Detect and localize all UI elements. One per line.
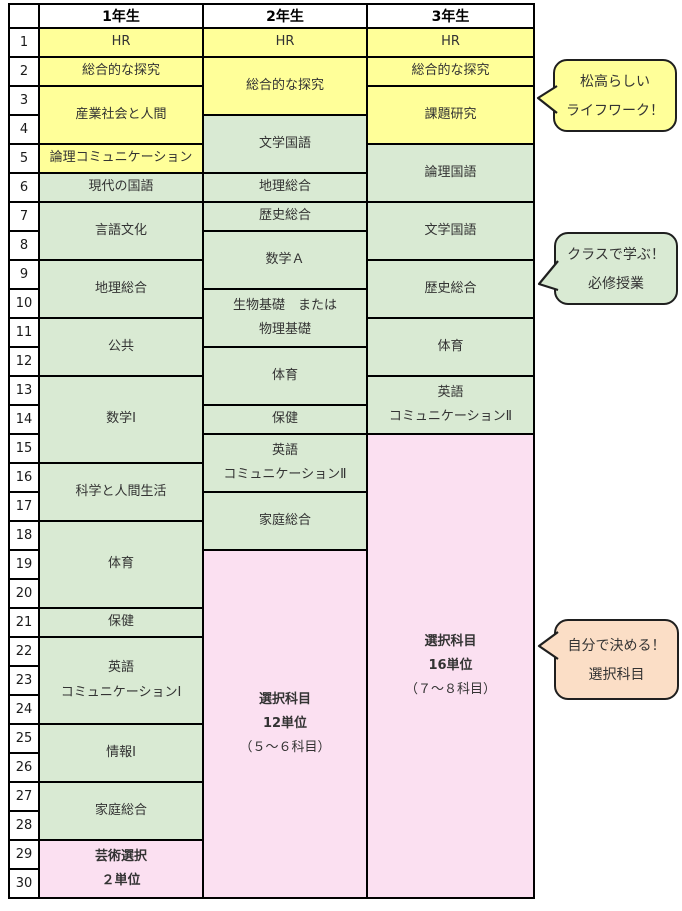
period-number: 8 <box>8 230 40 261</box>
subject-cell: 公共 <box>38 317 204 377</box>
subject-cell: 情報Ⅰ <box>38 723 204 783</box>
period-number: 30 <box>8 868 40 899</box>
subject-cell: 体育 <box>202 346 368 406</box>
column-header-grade1: 1年生 <box>38 3 204 29</box>
subject-cell: 文学国語 <box>366 201 535 261</box>
subject-cell: 産業社会と人間 <box>38 85 204 145</box>
column-header-grade3: 3年生 <box>366 3 535 29</box>
period-number: 16 <box>8 462 40 493</box>
subject-cell: 英語コミュニケーションⅡ <box>202 433 368 493</box>
period-number: 29 <box>8 839 40 870</box>
subject-cell: 生物基礎 または物理基礎 <box>202 288 368 348</box>
callout-bubble: クラスで学ぶ！ 必修授業 <box>537 232 678 305</box>
period-number: 26 <box>8 752 40 783</box>
period-number: 6 <box>8 172 40 203</box>
corner-header-cell <box>8 3 40 29</box>
subject-cell: 地理総合 <box>38 259 204 319</box>
callout-bubble: 自分で決める！ 選択科目 <box>537 619 679 700</box>
period-number: 25 <box>8 723 40 754</box>
subject-cell: 論理コミュニケーション <box>38 143 204 174</box>
period-number: 17 <box>8 491 40 522</box>
period-number: 19 <box>8 549 40 580</box>
period-number: 12 <box>8 346 40 377</box>
subject-cell: 総合的な探究 <box>366 56 535 87</box>
bubble-text-line: 選択科目 <box>588 667 645 683</box>
bubble-text-line: 松高らしい <box>580 74 650 90</box>
subject-cell: 科学と人間生活 <box>38 462 204 522</box>
period-number: 13 <box>8 375 40 406</box>
subject-cell: 家庭総合 <box>202 491 368 551</box>
bubble-tail <box>536 85 558 114</box>
bubble-tail <box>537 631 559 660</box>
period-number: 7 <box>8 201 40 232</box>
subject-cell: HR <box>202 27 368 58</box>
column-header-grade2: 2年生 <box>202 3 368 29</box>
period-number: 22 <box>8 636 40 667</box>
subject-cell: 英語コミュニケーションⅡ <box>366 375 535 435</box>
subject-cell: 論理国語 <box>366 143 535 203</box>
period-number: 14 <box>8 404 40 435</box>
subject-cell: 歴史総合 <box>202 201 368 232</box>
subject-cell: 家庭総合 <box>38 781 204 841</box>
period-number: 23 <box>8 665 40 696</box>
period-number: 28 <box>8 810 40 841</box>
subject-cell: 総合的な探究 <box>38 56 204 87</box>
period-number: 24 <box>8 694 40 725</box>
subject-cell: 数学Ⅰ <box>38 375 204 464</box>
subject-cell: 課題研究 <box>366 85 535 145</box>
period-number: 21 <box>8 607 40 638</box>
subject-cell: HR <box>38 27 204 58</box>
bubble-text-line: ライフワーク！ <box>566 103 664 119</box>
period-number: 4 <box>8 114 40 145</box>
subject-cell: 地理総合 <box>202 172 368 203</box>
bubble-text-line: クラスで学ぶ！ <box>567 247 665 263</box>
subject-cell: 数学Ａ <box>202 230 368 290</box>
subject-cell: 歴史総合 <box>366 259 535 319</box>
subject-cell: 英語コミュニケーションⅠ <box>38 636 204 725</box>
bubble-text-line: 必修授業 <box>588 276 644 292</box>
period-number: 18 <box>8 520 40 551</box>
callout-bubble: 松高らしい ライフワーク！ <box>536 59 677 132</box>
period-number: 9 <box>8 259 40 290</box>
period-number: 3 <box>8 85 40 116</box>
subject-cell: 体育 <box>38 520 204 609</box>
period-number: 10 <box>8 288 40 319</box>
period-number: 27 <box>8 781 40 812</box>
subject-cell: 総合的な探究 <box>202 56 368 116</box>
subject-cell: 保健 <box>202 404 368 435</box>
bubble-text-line: 自分で決める！ <box>567 638 666 654</box>
subject-cell: 体育 <box>366 317 535 377</box>
subject-cell: HR <box>366 27 535 58</box>
subject-cell: 言語文化 <box>38 201 204 261</box>
period-number: 2 <box>8 56 40 87</box>
period-number: 11 <box>8 317 40 348</box>
period-number: 15 <box>8 433 40 464</box>
period-number: 1 <box>8 27 40 58</box>
subject-cell: 現代の国語 <box>38 172 204 203</box>
period-number: 5 <box>8 143 40 174</box>
bubble-tail <box>537 260 559 292</box>
subject-cell: 文学国語 <box>202 114 368 174</box>
subject-cell: 保健 <box>38 607 204 638</box>
period-number: 20 <box>8 578 40 609</box>
